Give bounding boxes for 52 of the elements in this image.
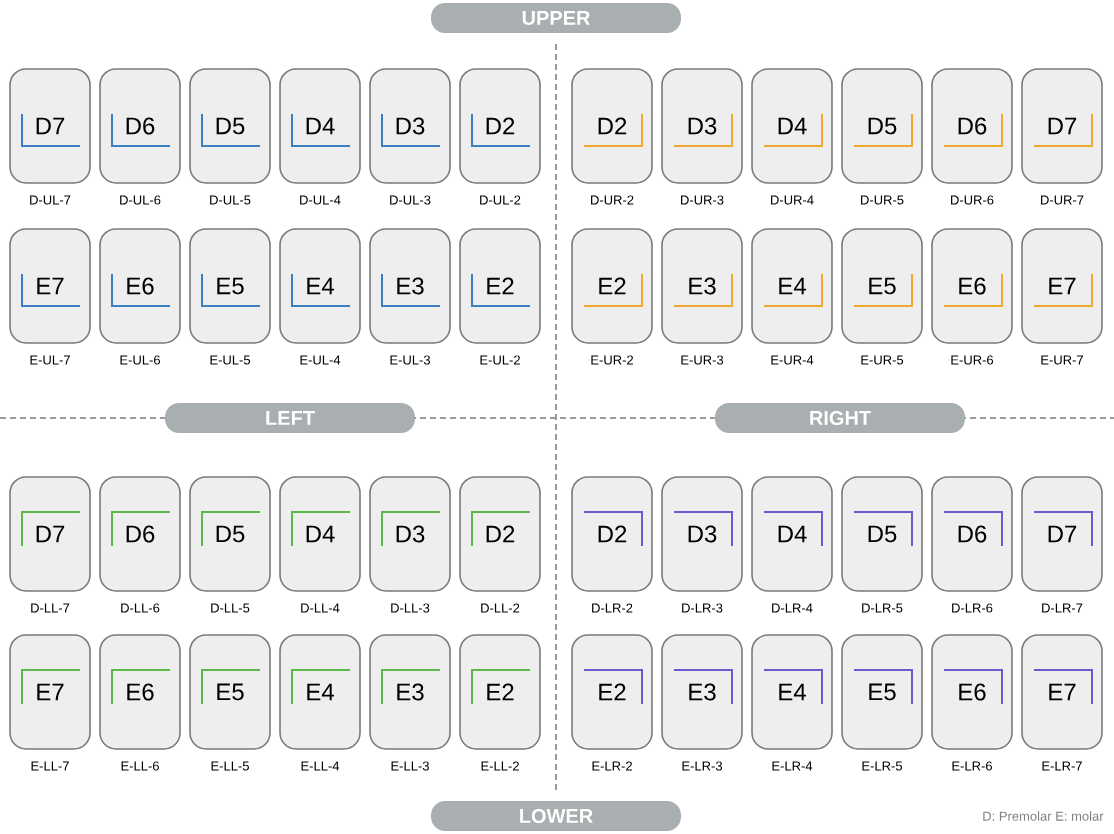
section-band: LEFT bbox=[165, 403, 415, 433]
tooth-box: D6 bbox=[99, 68, 181, 184]
section-band: UPPER bbox=[431, 3, 681, 33]
tooth-box: D4 bbox=[751, 476, 833, 592]
tooth-box: E6 bbox=[931, 228, 1013, 344]
tooth-box: E2 bbox=[459, 228, 541, 344]
tooth-box: D4 bbox=[279, 476, 361, 592]
tooth-box: D7 bbox=[9, 476, 91, 592]
tooth-box: D3 bbox=[369, 476, 451, 592]
tooth-box: D7 bbox=[1021, 476, 1103, 592]
tooth-box: D4 bbox=[751, 68, 833, 184]
tooth-box: D3 bbox=[661, 476, 743, 592]
tooth-box: D7 bbox=[1021, 68, 1103, 184]
section-band: LOWER bbox=[431, 801, 681, 831]
tooth-box: E7 bbox=[9, 228, 91, 344]
tooth-box: E3 bbox=[369, 634, 451, 750]
tooth-box: D3 bbox=[369, 68, 451, 184]
tooth-box: D2 bbox=[571, 476, 653, 592]
tooth-box: D3 bbox=[661, 68, 743, 184]
tooth-box: E3 bbox=[661, 634, 743, 750]
tooth-box: E7 bbox=[1021, 228, 1103, 344]
tooth-box: D2 bbox=[571, 68, 653, 184]
tooth-box: E5 bbox=[841, 634, 923, 750]
tooth-box: E5 bbox=[189, 634, 271, 750]
tooth-box: D6 bbox=[99, 476, 181, 592]
tooth-box: E2 bbox=[459, 634, 541, 750]
tooth-box: E7 bbox=[9, 634, 91, 750]
tooth-box: E6 bbox=[931, 634, 1013, 750]
tooth-box: E4 bbox=[751, 634, 833, 750]
tooth-box: D4 bbox=[279, 68, 361, 184]
tooth-box: D7 bbox=[9, 68, 91, 184]
tooth-box: D6 bbox=[931, 68, 1013, 184]
tooth-box: D5 bbox=[189, 476, 271, 592]
tooth-box: E6 bbox=[99, 228, 181, 344]
tooth-box: E5 bbox=[189, 228, 271, 344]
tooth-box: D6 bbox=[931, 476, 1013, 592]
tooth-box: E6 bbox=[99, 634, 181, 750]
tooth-box: E5 bbox=[841, 228, 923, 344]
section-band: RIGHT bbox=[715, 403, 965, 433]
tooth-box: D2 bbox=[459, 476, 541, 592]
tooth-box: E4 bbox=[279, 634, 361, 750]
tooth-box: D5 bbox=[841, 476, 923, 592]
tooth-box: E3 bbox=[661, 228, 743, 344]
tooth-box: D5 bbox=[189, 68, 271, 184]
tooth-box: D2 bbox=[459, 68, 541, 184]
tooth-box: E2 bbox=[571, 228, 653, 344]
tooth-box: E2 bbox=[571, 634, 653, 750]
tooth-box: D5 bbox=[841, 68, 923, 184]
tooth-box: E3 bbox=[369, 228, 451, 344]
tooth-box: E4 bbox=[279, 228, 361, 344]
tooth-box: E7 bbox=[1021, 634, 1103, 750]
tooth-box: E4 bbox=[751, 228, 833, 344]
